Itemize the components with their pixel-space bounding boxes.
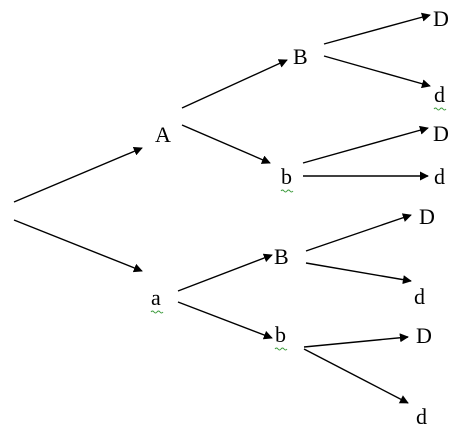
node-a-B-d: d xyxy=(414,284,425,309)
spellcheck-underline-A-b xyxy=(280,189,294,193)
spellcheck-underline-A-B-d xyxy=(433,107,447,111)
spellcheck-underline-a-b xyxy=(274,347,288,351)
edge-aB-to-D xyxy=(305,213,412,252)
edge-aB-to-d xyxy=(305,262,412,285)
node-A: A xyxy=(155,122,171,147)
edge-a-to-B xyxy=(177,253,273,292)
node-a-b: b xyxy=(275,322,286,347)
edge-a-to-b xyxy=(177,301,273,340)
node-A-B-D: D xyxy=(433,6,449,31)
edge-ab-to-d xyxy=(303,348,409,404)
node-a-b-d: d xyxy=(416,404,427,427)
node-a-B-D: D xyxy=(419,204,435,229)
edge-root-to-A xyxy=(13,147,143,203)
node-A-B-d: d xyxy=(434,82,445,107)
edge-A-to-B xyxy=(181,59,288,109)
edge-ab-to-D xyxy=(303,333,409,348)
edge-root-to-a xyxy=(13,219,143,273)
node-a-b-D: D xyxy=(416,323,432,348)
node-A-b-d: d xyxy=(434,164,445,189)
node-A-b: b xyxy=(281,164,292,189)
spellcheck-underline-a xyxy=(150,310,164,314)
edge-AB-to-d xyxy=(323,55,431,89)
edge-AB-to-D xyxy=(323,12,431,45)
node-a: a xyxy=(151,285,161,310)
node-a-B: B xyxy=(274,244,289,269)
node-A-b-D: D xyxy=(433,121,449,146)
node-A-B: B xyxy=(293,44,308,69)
edge-Ab-to-D xyxy=(302,125,429,164)
edge-A-to-b xyxy=(181,124,271,164)
